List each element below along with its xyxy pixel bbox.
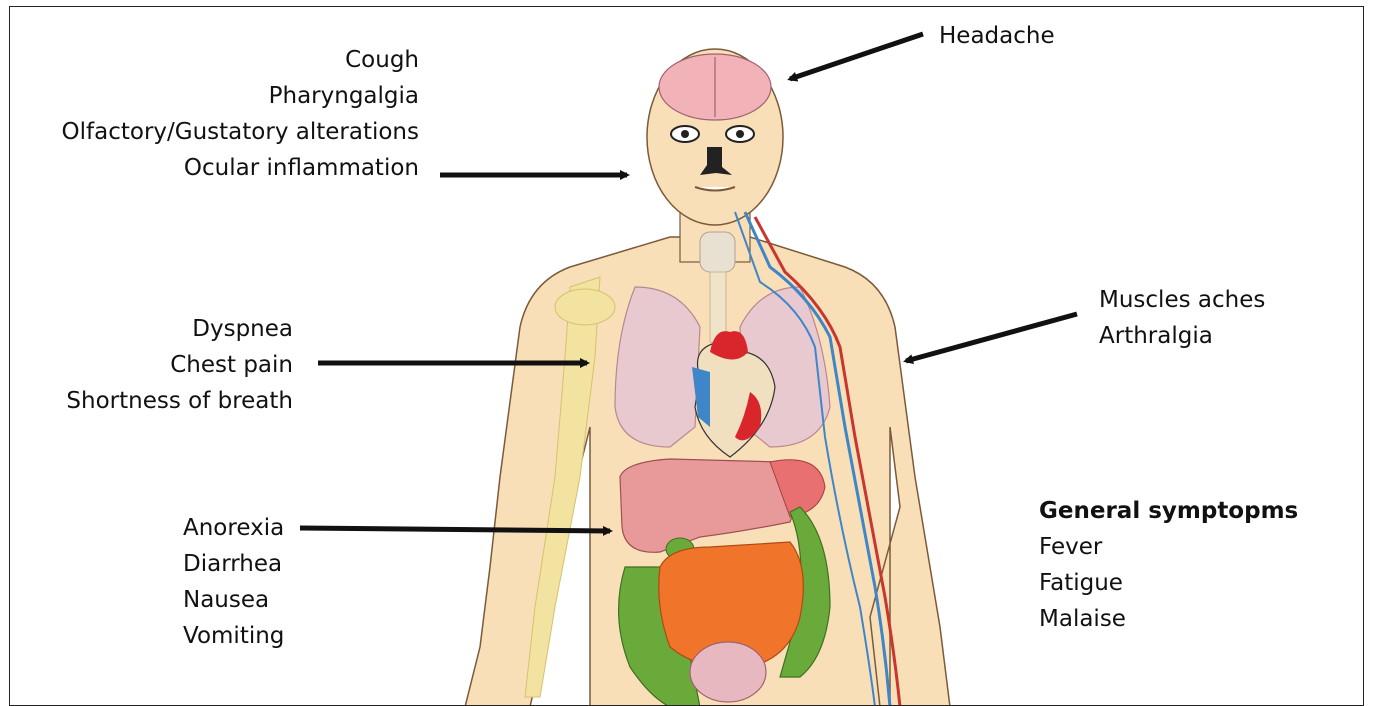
head-symptoms-label-group: Cough Pharyngalgia Olfactory/Gustatory a… <box>62 42 419 186</box>
symptom-muscles-aches: Muscles aches <box>1099 282 1265 318</box>
symptom-anorexia: Anorexia <box>183 510 284 546</box>
symptom-pharyngalgia: Pharyngalgia <box>62 78 419 114</box>
symptom-fever: Fever <box>1039 529 1298 565</box>
symptom-headache: Headache <box>939 18 1055 54</box>
symptom-diarrhea: Diarrhea <box>183 546 284 582</box>
symptom-olfactory-gustatory: Olfactory/Gustatory alterations <box>62 114 419 150</box>
gi-symptoms-label-group: Anorexia Diarrhea Nausea Vomiting <box>183 510 284 654</box>
symptom-malaise: Malaise <box>1039 601 1298 637</box>
symptom-arthralgia: Arthralgia <box>1099 318 1265 354</box>
chest-symptoms-label-group: Dyspnea Chest pain Shortness of breath <box>66 311 293 419</box>
figure-frame: Headache Cough Pharyngalgia Olfactory/Gu… <box>9 6 1364 706</box>
symptom-ocular-inflammation: Ocular inflammation <box>62 150 419 186</box>
arrow-muscles <box>906 314 1077 361</box>
symptom-vomiting: Vomiting <box>183 618 284 654</box>
symptom-chest-pain: Chest pain <box>66 347 293 383</box>
symptom-fatigue: Fatigue <box>1039 565 1298 601</box>
general-symptoms-title: General symptopms <box>1039 493 1298 529</box>
bladder-icon <box>690 642 766 702</box>
throat-icon <box>700 232 735 272</box>
symptom-cough: Cough <box>62 42 419 78</box>
symptom-shortness-of-breath: Shortness of breath <box>66 383 293 419</box>
arrow-headache <box>790 34 923 79</box>
general-symptoms-label-group: General symptopms Fever Fatigue Malaise <box>1039 493 1298 637</box>
symptom-nausea: Nausea <box>183 582 284 618</box>
muscle-symptoms-label-group: Muscles aches Arthralgia <box>1099 282 1265 354</box>
headache-label-group: Headache <box>939 18 1055 54</box>
symptom-dyspnea: Dyspnea <box>66 311 293 347</box>
arrow-gi <box>300 528 610 531</box>
